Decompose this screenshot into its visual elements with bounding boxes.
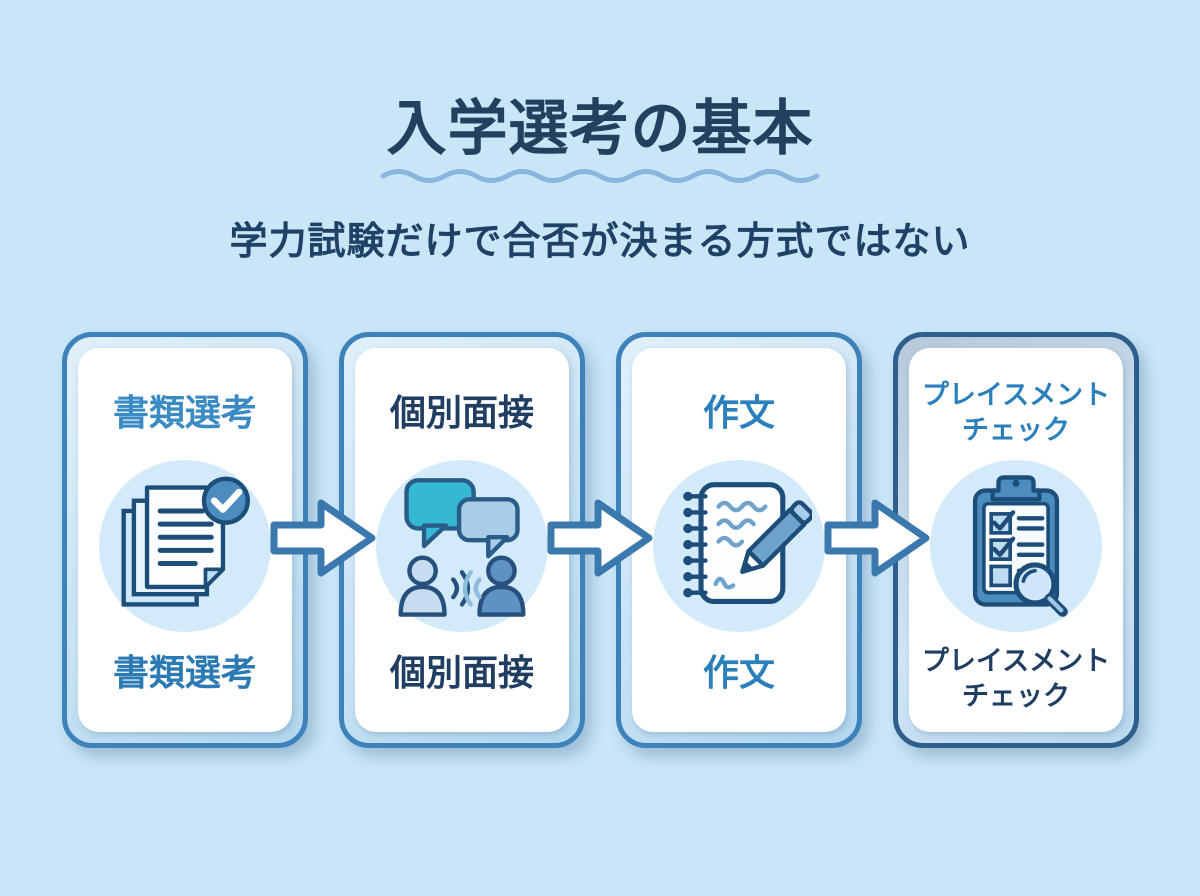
step-bottom-label: プレイスメント チェック: [921, 646, 1111, 711]
notebook-pencil-icon: [653, 460, 825, 632]
step-bottom-label: 個別面接: [389, 652, 534, 693]
page-subtitle: 学力試験だけで合否が決まる方式ではない: [229, 221, 971, 263]
page-title: 入学選考の基本: [386, 95, 814, 162]
wavy-underline: [380, 169, 820, 183]
step-card-documents: 書類選考 書類選考: [62, 332, 308, 748]
step-top-label: プレイスメント チェック: [921, 380, 1111, 445]
clipboard-magnifier-icon: [930, 460, 1102, 632]
card-inner: プレイスメント チェック: [909, 348, 1123, 732]
documents-check-icon: [99, 460, 271, 632]
wave-path: [380, 169, 820, 183]
step-bottom-label: 書類選考: [112, 652, 257, 693]
arrow-right-icon-3: [824, 499, 930, 577]
step-card-placement-check: プレイスメント チェック: [893, 332, 1139, 748]
arrow-right-icon-2: [547, 499, 653, 577]
step-top-label: 作文: [702, 392, 775, 433]
card-inner: 書類選考 書類選考: [78, 348, 292, 732]
step-card-essay: 作文: [616, 332, 862, 748]
speech-people-icon: [376, 460, 548, 632]
step-top-label: 個別面接: [389, 392, 534, 433]
card-inner: 作文: [632, 348, 846, 732]
step-card-interview: 個別面接: [339, 332, 585, 748]
card-inner: 個別面接: [355, 348, 569, 732]
step-bottom-label: 作文: [702, 652, 775, 693]
arrow-right-icon-1: [270, 499, 376, 577]
step-top-label: 書類選考: [112, 392, 257, 433]
